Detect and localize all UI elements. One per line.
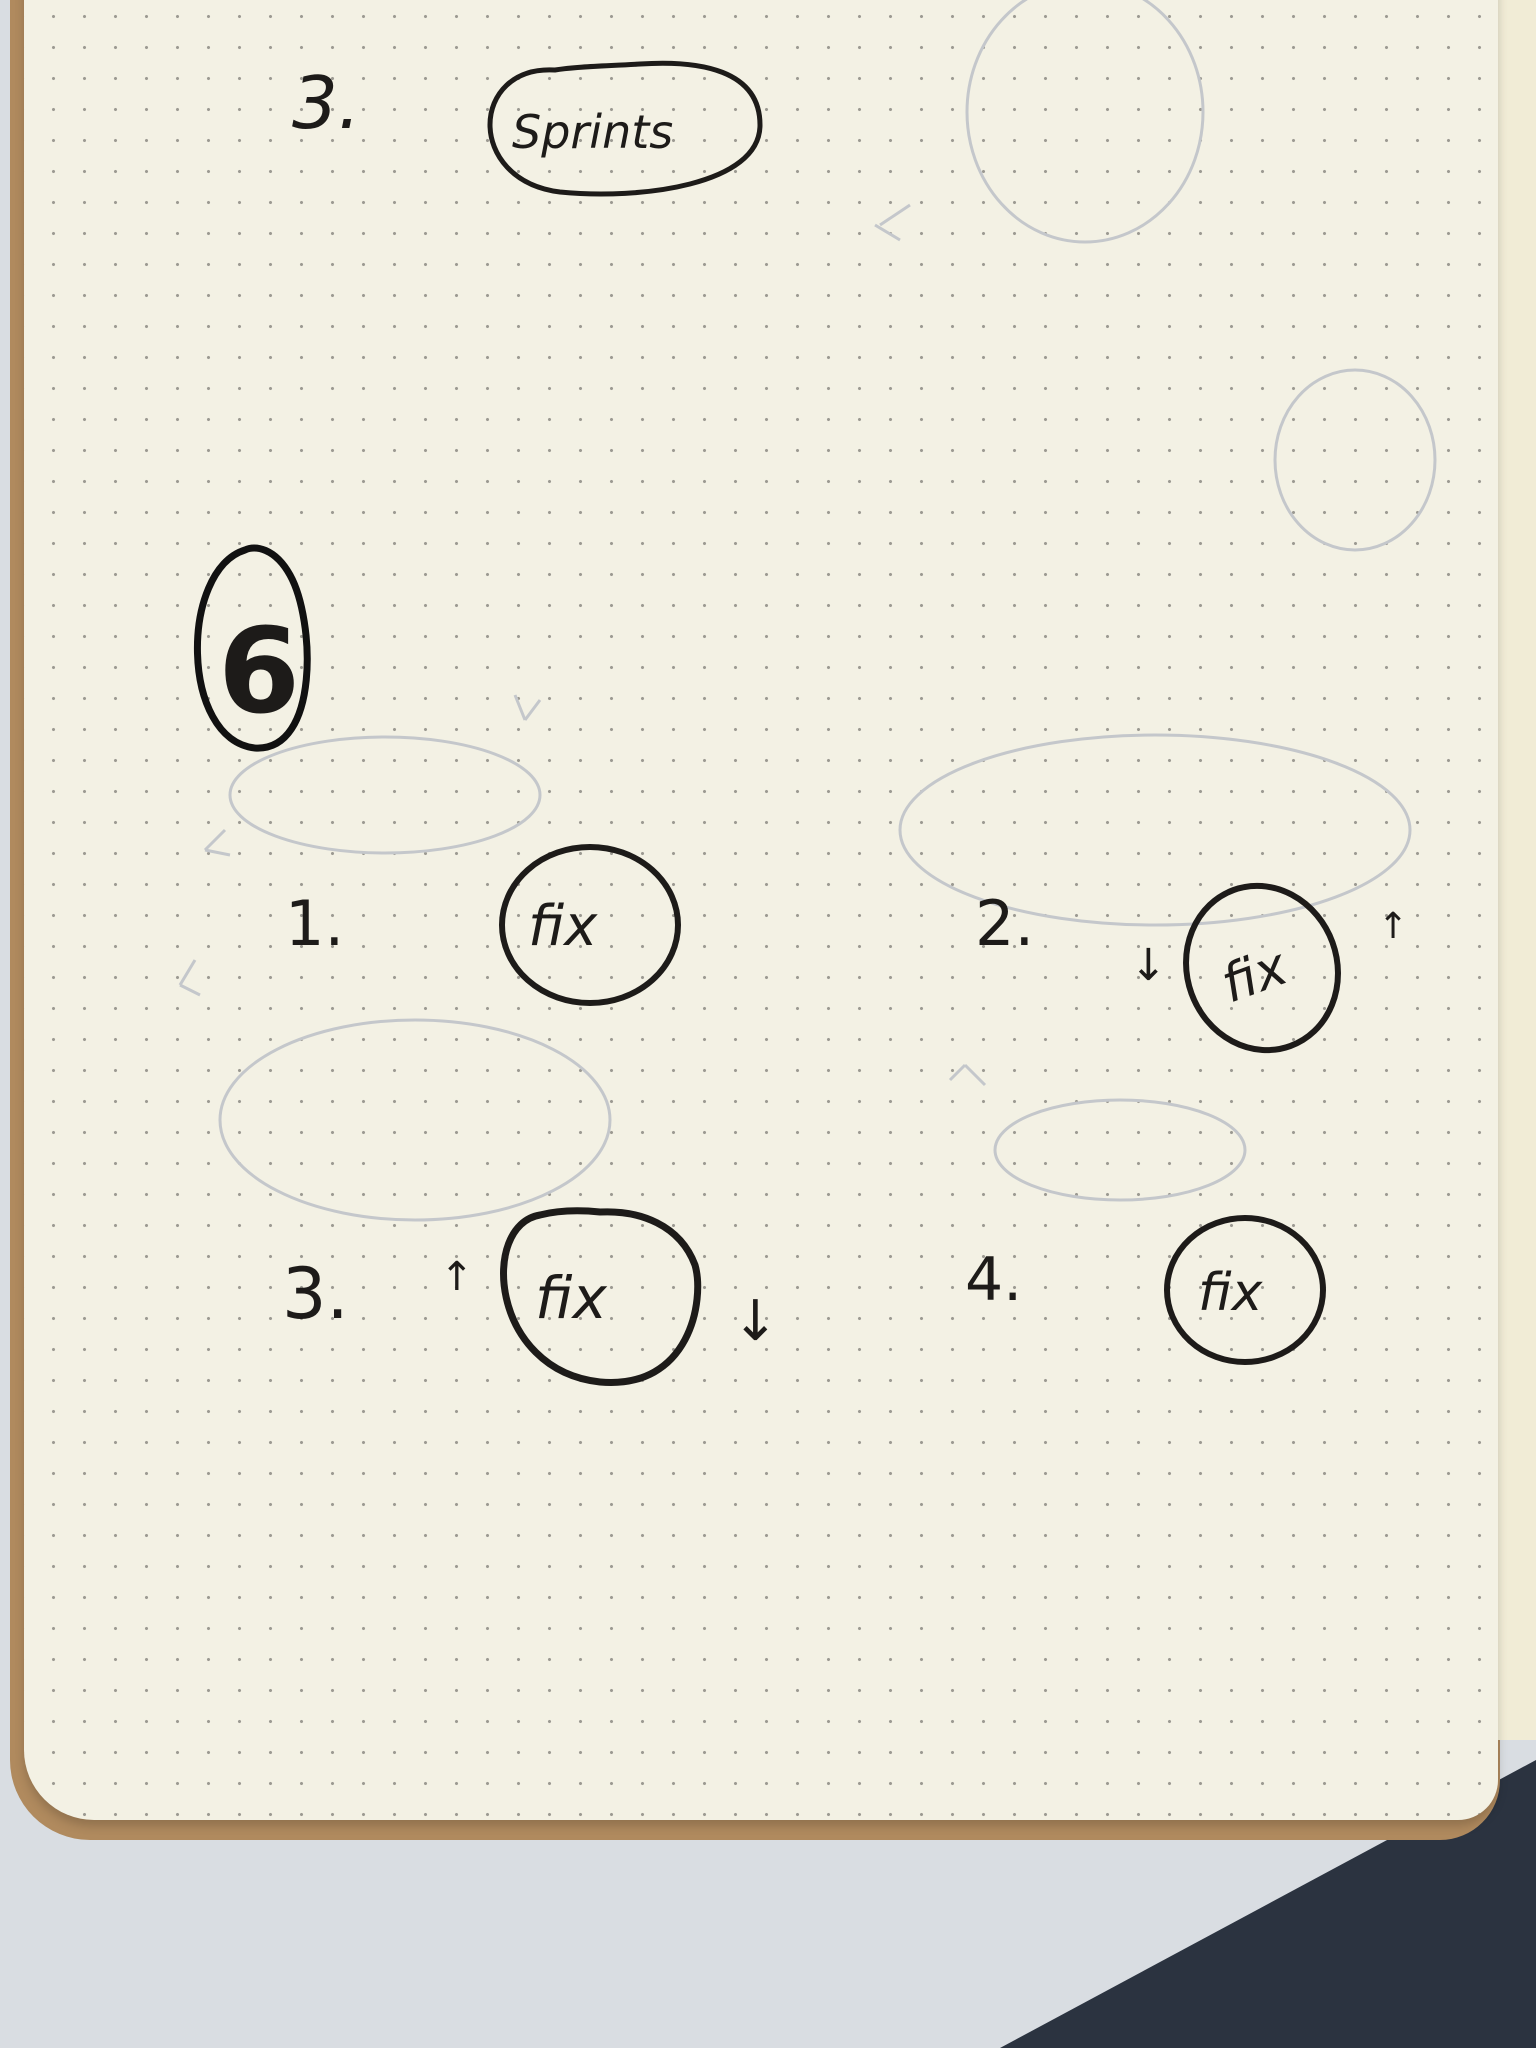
- list-item-3: 3. ↑ fix ↓: [282, 1207, 779, 1386]
- section-marker-circle: [194, 544, 311, 752]
- item-3-arrow-up: ↑: [440, 1254, 474, 1300]
- show-through-marks: [178, 0, 1437, 1222]
- item-1-number: 1.: [285, 887, 344, 960]
- section-marker-number: 6: [218, 602, 300, 740]
- list-item-1: 1. fix: [285, 844, 681, 1006]
- item-2-label: fix: [1214, 936, 1296, 1015]
- header-item-number: 3.: [292, 61, 361, 145]
- item-2-arrow-down: ↓: [1130, 940, 1167, 991]
- item-1-label: fix: [528, 894, 598, 959]
- notebook-page: [24, 0, 1498, 1820]
- item-2-circle: [1183, 882, 1341, 1054]
- item-4-circle: [1164, 1215, 1326, 1365]
- item-4-label: fix: [1198, 1263, 1264, 1323]
- item-2-number: 2.: [975, 887, 1034, 960]
- item-3-circle: [500, 1207, 702, 1386]
- list-item-4: 4. fix: [965, 1215, 1326, 1365]
- header-item-circle: [487, 60, 763, 197]
- item-4-number: 4.: [965, 1245, 1022, 1315]
- item-3-arrow-down: ↓: [732, 1289, 779, 1354]
- header-item: 3. Sprints: [292, 60, 763, 197]
- section-marker: 6: [194, 544, 311, 752]
- header-item-label: Sprints: [512, 105, 673, 159]
- item-3-number: 3.: [282, 1253, 349, 1335]
- dot-grid: [24, 0, 1498, 1820]
- item-3-label: fix: [535, 1264, 607, 1332]
- item-2-arrow-up: ↑: [1378, 906, 1408, 947]
- item-1-circle: [499, 844, 681, 1006]
